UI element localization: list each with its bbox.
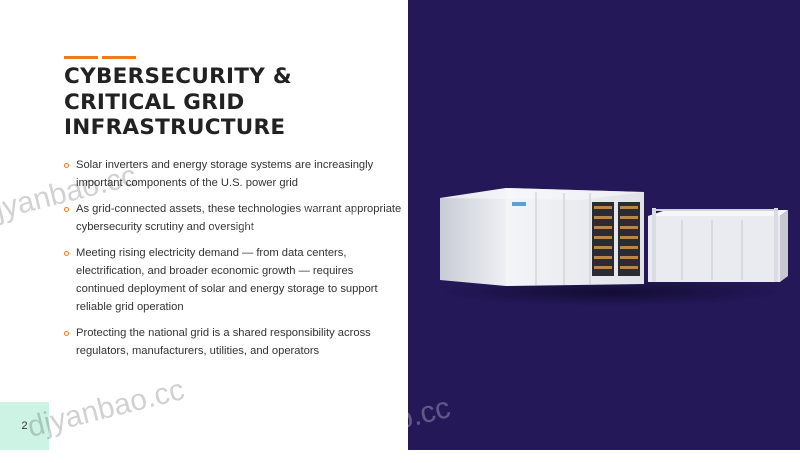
- bullet-item: Protecting the national grid is a shared…: [64, 324, 404, 360]
- bullet-text: Meeting rising electricity demand — from…: [76, 247, 378, 313]
- bullet-circle-icon: [64, 331, 69, 336]
- bullet-circle-icon: [64, 251, 69, 256]
- page-number: 2: [21, 420, 28, 432]
- bullet-list: Solar inverters and energy storage syste…: [64, 156, 404, 368]
- title-line-3: INFRASTRUCTURE: [64, 115, 286, 140]
- page-number-box: 2: [0, 402, 49, 450]
- title-accent-bar-left: [64, 56, 98, 59]
- title-accent-bar-right: [102, 56, 136, 59]
- bullet-text: Protecting the national grid is a shared…: [76, 327, 371, 357]
- title-line-2: CRITICAL GRID: [64, 89, 245, 115]
- energy-storage-container-image: [436, 188, 788, 306]
- slide-title: CYBERSECURITY & CRITICAL GRID INFRASTRUC…: [64, 64, 292, 141]
- bullet-circle-icon: [64, 163, 69, 168]
- content-panel: CYBERSECURITY & CRITICAL GRID INFRASTRUC…: [0, 0, 408, 450]
- product-image-panel: [408, 0, 800, 450]
- bullet-item: Solar inverters and energy storage syste…: [64, 156, 404, 192]
- bullet-circle-icon: [64, 207, 69, 212]
- bullet-text: Solar inverters and energy storage syste…: [76, 159, 374, 189]
- title-line-1: CYBERSECURITY &: [64, 64, 292, 89]
- bullet-text: As grid-connected assets, these technolo…: [76, 203, 402, 233]
- bullet-item: As grid-connected assets, these technolo…: [64, 200, 404, 236]
- bullet-item: Meeting rising electricity demand — from…: [64, 244, 404, 316]
